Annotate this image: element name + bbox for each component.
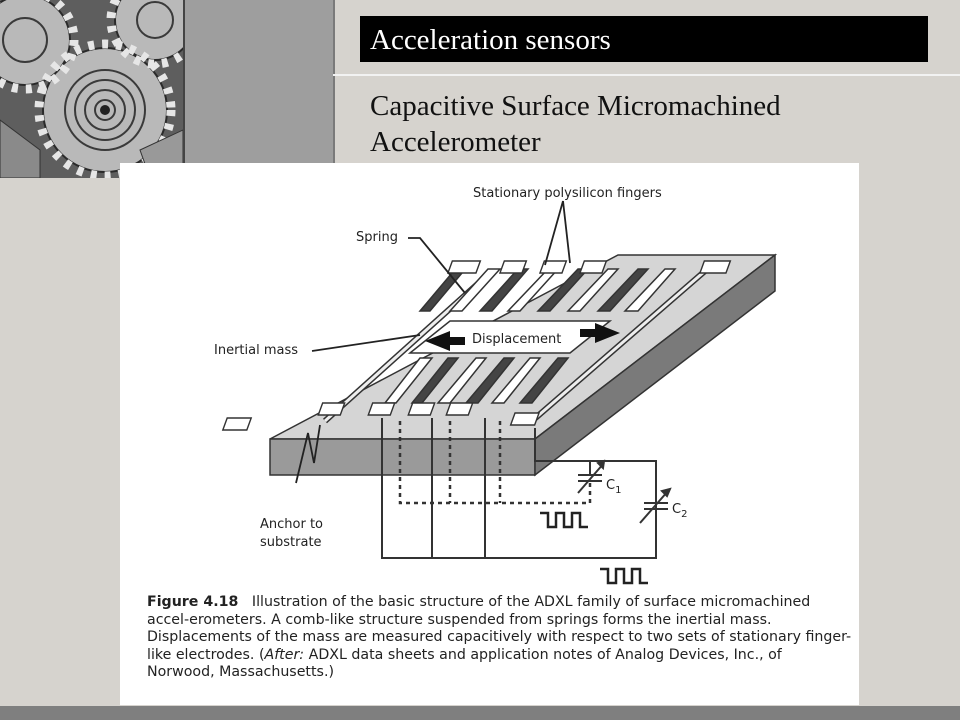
label-displacement: Displacement	[472, 332, 561, 347]
slab-side-face	[534, 253, 776, 477]
displacement-arrow-right	[580, 323, 620, 343]
capacitor-c2	[639, 487, 672, 524]
accelerometer-diagram: Stationary polysilicon fingers Spring In…	[214, 186, 778, 585]
micro-gear-photo	[0, 0, 183, 178]
caption-text: Illustration of the basic structure of t…	[147, 594, 852, 663]
slide-subtitle: Capacitive Surface Micromachined Acceler…	[370, 88, 930, 160]
label-c1: C1	[606, 478, 621, 496]
figure-number: Figure 4.18	[147, 594, 239, 610]
lower-comb-fingers	[383, 357, 570, 404]
displacement-arrow-left	[425, 331, 465, 351]
gear-icon	[0, 0, 183, 178]
header-gray-band	[183, 0, 333, 178]
figure-caption: Figure 4.18 Illustration of the basic st…	[147, 594, 852, 681]
label-stationary-fingers: Stationary polysilicon fingers	[473, 186, 662, 201]
label-anchor-line-1: Anchor to	[260, 517, 323, 532]
upper-anchors	[446, 260, 732, 274]
label-spring: Spring	[356, 230, 398, 245]
caption-after-text: ADXL data sheets and application notes o…	[147, 646, 782, 681]
label-inertial-mass: Inertial mass	[214, 343, 298, 358]
capacitor-c1	[577, 459, 606, 494]
pulse-train-2	[600, 567, 648, 585]
circuit-dashed-wires	[398, 421, 592, 505]
pulse-train-1	[540, 511, 588, 529]
upper-comb-fingers	[418, 268, 677, 312]
leader-lines	[295, 200, 571, 484]
label-anchor-line-2: substrate	[260, 535, 322, 550]
lower-anchors	[221, 402, 541, 431]
slide-title: Acceleration sensors	[370, 24, 611, 56]
subtitle-line-1: Capacitive Surface Micromachined	[370, 90, 781, 122]
accelerometer-figure: Stationary polysilicon fingers Spring In…	[120, 163, 859, 705]
label-c2: C2	[672, 502, 687, 520]
title-bar	[360, 16, 928, 62]
caption-after-label: After:	[264, 646, 305, 663]
bottom-bar	[0, 706, 960, 720]
subtitle-line-2: Accelerometer	[370, 126, 541, 158]
title-rule	[333, 74, 960, 76]
header-divider-right	[333, 0, 335, 178]
header-divider	[183, 0, 185, 178]
